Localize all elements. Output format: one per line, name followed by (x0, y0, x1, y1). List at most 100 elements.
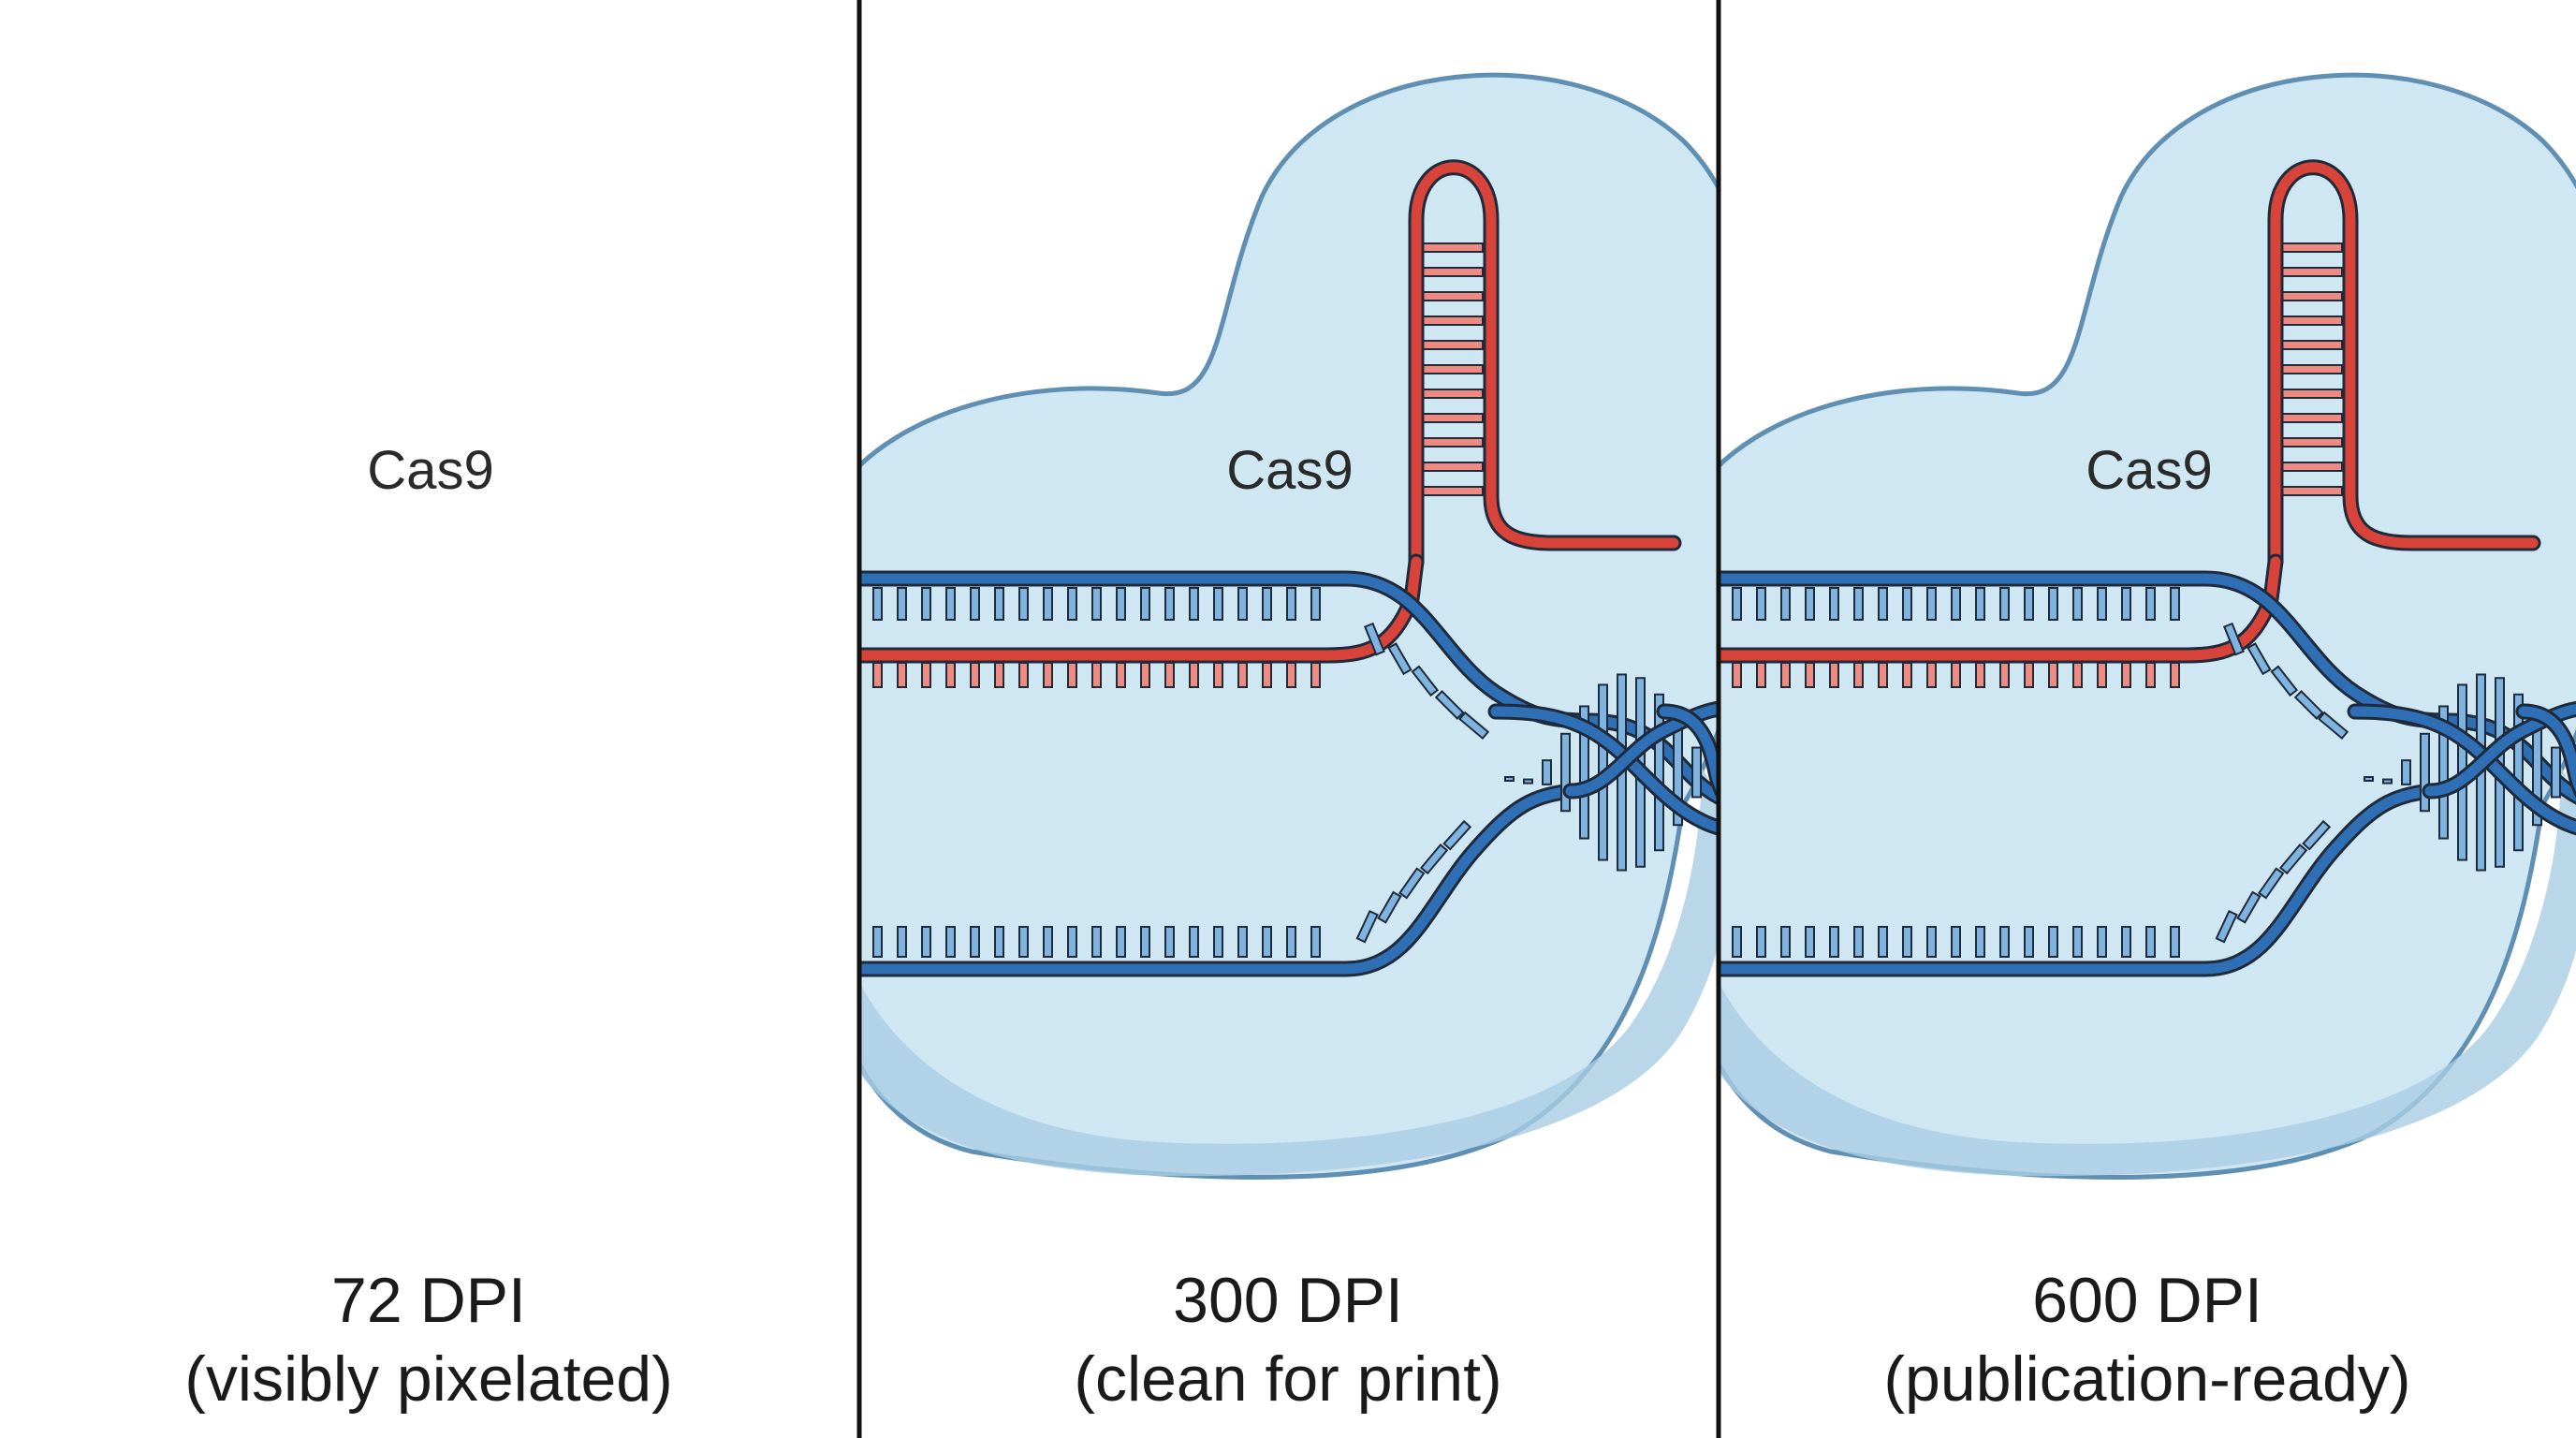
rna-stem-base-pair (561, 486, 624, 496)
dna-helix-base-pair (1654, 693, 1664, 852)
dna-base-pair (2072, 587, 2083, 621)
rna-base (402, 662, 413, 688)
dna-base-pair (2222, 622, 2245, 656)
dna-base-pair (599, 711, 631, 741)
dna-base-pair (538, 867, 566, 900)
dna-base-pair (232, 926, 242, 958)
rna-stem-base-pair (561, 242, 624, 253)
dna-base-pair (1411, 665, 1440, 697)
rna-base (232, 662, 242, 688)
rna-base (872, 662, 883, 688)
dna-base-pair (1189, 926, 1199, 958)
dna-base-pair (281, 926, 291, 958)
rna-base (86, 662, 96, 688)
dna-base-pair (1067, 926, 1077, 958)
dna-base-pair (451, 587, 461, 621)
rna-base (1189, 662, 1199, 688)
dna-base-pair (897, 587, 907, 621)
dna-base-pair (970, 587, 980, 621)
dna-base-pair (183, 926, 194, 958)
rna-base (281, 662, 291, 688)
dna-base-pair (1878, 587, 1888, 621)
panel-300-dpi: Cas9 300 DPI (clean for print) (859, 72, 1719, 1415)
dna-helix-base-pair (2513, 693, 2524, 852)
dna-bottom-strand (0, 783, 720, 977)
dna-base-pair (2097, 587, 2107, 621)
rna-stem-base-pair (1420, 486, 1484, 496)
dna-base-pair (1732, 926, 1742, 958)
rna-base (2097, 662, 2107, 688)
rna-base (1999, 662, 2010, 688)
rna-stem-base-pair (561, 462, 624, 472)
panel-subtitle: (publication-ready) (1883, 1343, 2410, 1415)
illustration-content (1719, 72, 2576, 1180)
rna-base (2048, 662, 2058, 688)
rna-base (1756, 662, 1766, 688)
dna-base-pair (2145, 926, 2156, 958)
dna-base-pair (354, 926, 364, 958)
rna-base (1140, 662, 1150, 688)
dna-base-pair (583, 819, 613, 851)
rna-stem-base-pair (1420, 437, 1484, 448)
rna-base (2170, 662, 2180, 688)
dna-base-pair (2121, 587, 2131, 621)
dna-helix-base-pair (2438, 705, 2449, 840)
dna-base-pair (451, 926, 461, 958)
dna-base-pair (13, 926, 23, 958)
dna-base-pair (897, 926, 907, 958)
rna-base (1067, 662, 1077, 688)
dna-base-pair (1398, 867, 1426, 900)
panel-72-dpi: Cas9 72 DPI (visibly pixelated) (0, 72, 859, 1415)
dna-helix-base-pair (664, 778, 674, 785)
dna-base-pair (1377, 890, 1402, 924)
dna-helix-base-pair (1560, 732, 1571, 813)
dna-base-pair (1999, 926, 2010, 958)
dna-base-pair (1355, 909, 1379, 944)
cas9-complex-illustration (0, 72, 859, 1180)
rna-base (921, 662, 931, 688)
target-dna (0, 570, 859, 977)
dna-base-pair (1363, 622, 1385, 656)
dna-base-pair (2293, 690, 2324, 720)
dna-base-pair (1951, 926, 1961, 958)
illustration-content (0, 72, 859, 1180)
dna-helix-strand-a (2347, 703, 2576, 836)
dna-base-pair (159, 926, 169, 958)
dna-base-pair (1902, 926, 1912, 958)
rna-base (1091, 662, 1102, 688)
dna-base-pair (1091, 926, 1102, 958)
illustration-content (859, 72, 1719, 1180)
rna-stem-base-pair (2279, 486, 2343, 496)
panel-subtitle: (clean for print) (1074, 1343, 1501, 1415)
rna-stem-base-pair (2279, 267, 2343, 277)
dna-helix-base-pair (1542, 759, 1552, 785)
dna-base-pair (1213, 587, 1223, 621)
dna-base-pair (1926, 587, 1937, 621)
dna-base-pair (1237, 926, 1248, 958)
rna-hairpin-strand (2267, 159, 2541, 570)
dna-base-pair (305, 587, 315, 621)
dna-base-pair (945, 926, 956, 958)
dna-base-pair (528, 642, 553, 676)
rna-base (305, 662, 315, 688)
rna-base (1262, 662, 1272, 688)
cas9-protein-shape (859, 72, 1719, 1180)
rna-base (135, 662, 145, 688)
dna-helix-base-pair (2420, 732, 2430, 813)
cas9-label: Cas9 (1226, 440, 1353, 501)
dna-base-pair (560, 844, 590, 875)
cas9-protein-shadow (859, 768, 1719, 1177)
dna-helix-base-pair (1691, 746, 1702, 799)
dna-base-pair (1018, 587, 1029, 621)
rna-base (183, 662, 194, 688)
rna-base (1310, 662, 1321, 688)
cas9-label: Cas9 (367, 440, 493, 501)
dna-helix-base-pair (701, 732, 711, 813)
rna-base (208, 662, 218, 688)
dna-base-pair (1999, 587, 2010, 621)
dna-base-pair (1116, 926, 1126, 958)
dna-helix-base-pair (1579, 705, 1589, 840)
dna-helix-base-pair (2382, 778, 2393, 785)
rna-base (110, 662, 121, 688)
rna-stem-base-pair (561, 291, 624, 301)
